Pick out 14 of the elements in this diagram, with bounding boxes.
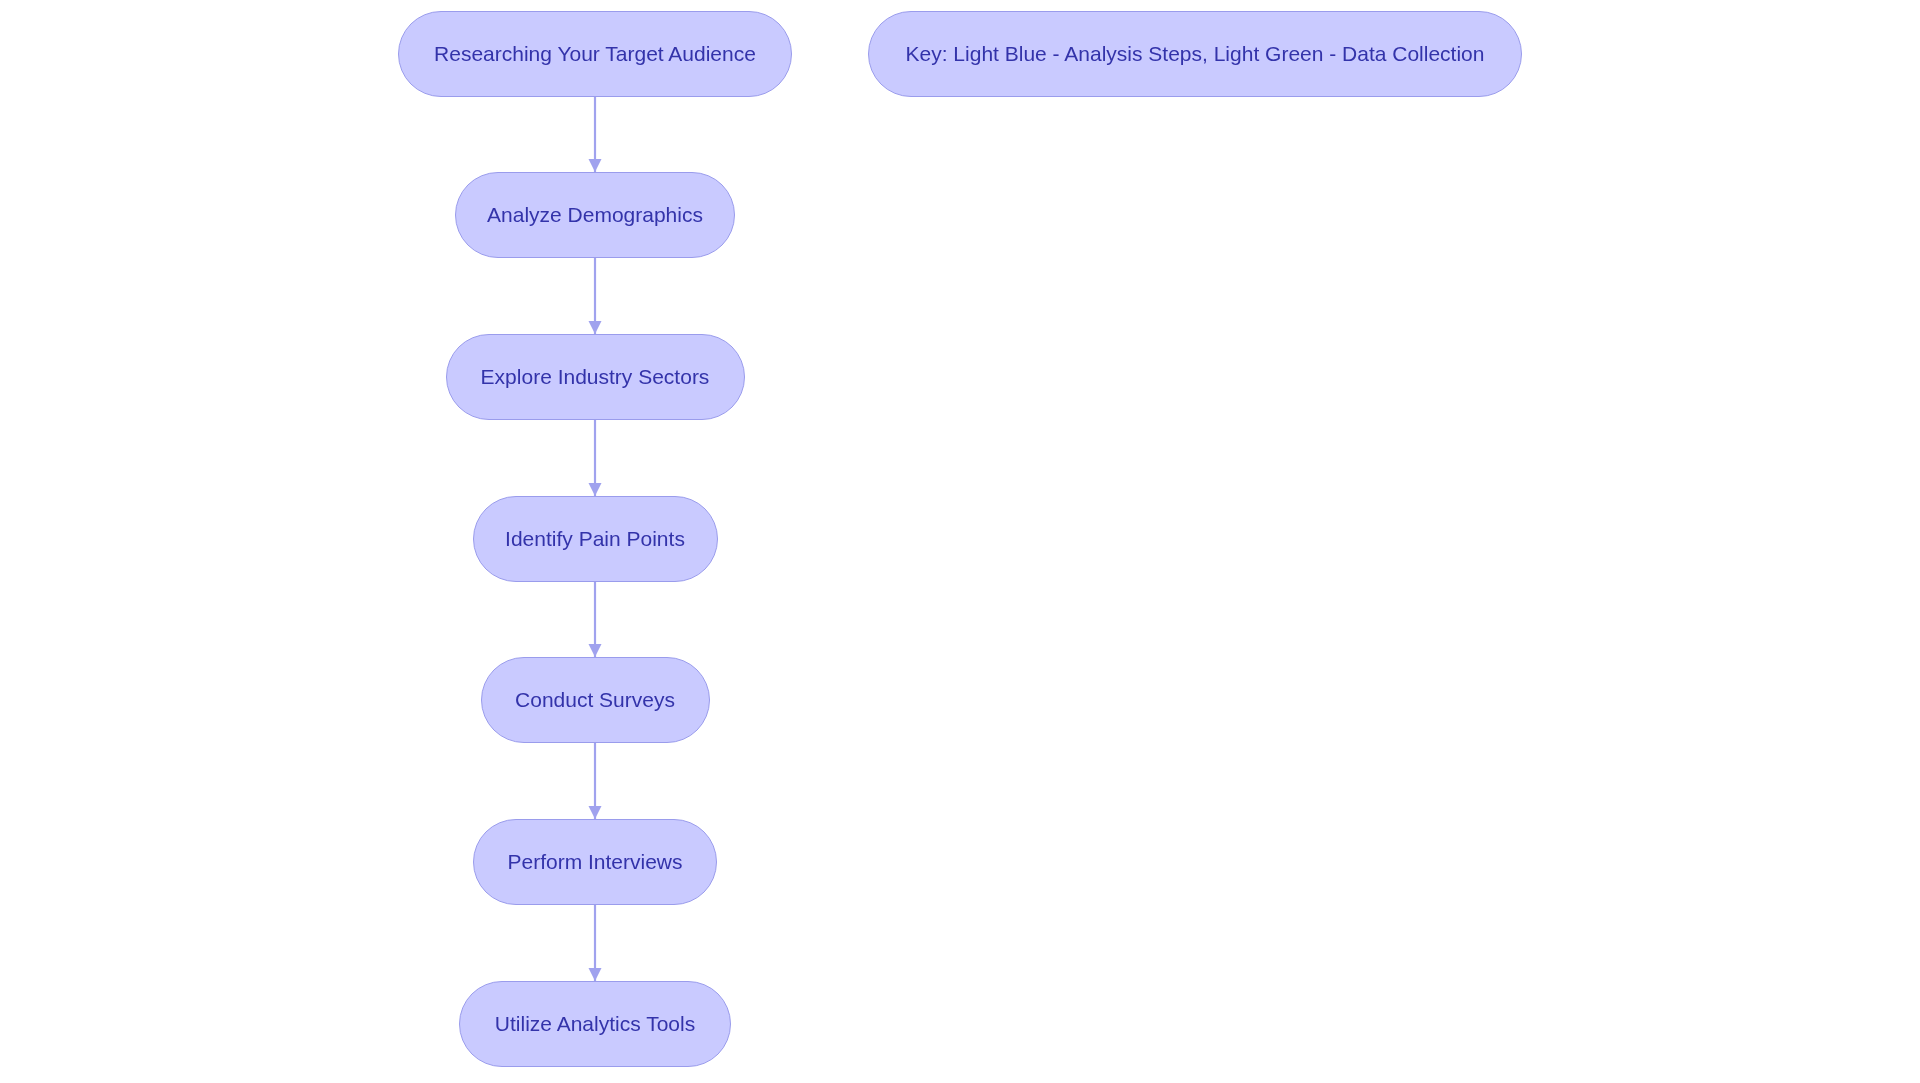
node-label: Conduct Surveys <box>515 688 675 712</box>
node-label: Utilize Analytics Tools <box>494 1012 696 1036</box>
arrow <box>588 258 602 334</box>
node-label: Key: Light Blue - Analysis Steps, Light Green - Data Collection <box>905 42 1485 66</box>
arrow <box>588 97 602 172</box>
node-label: Analyze Demographics <box>487 203 703 227</box>
arrow <box>588 582 602 657</box>
arrow <box>588 420 602 496</box>
arrow <box>588 743 602 819</box>
node-label: Explore Industry Sectors <box>480 365 710 389</box>
arrow <box>588 905 602 981</box>
node-label: Perform Interviews <box>507 850 683 874</box>
node-label: Identify Pain Points <box>505 527 685 551</box>
node-label: Researching Your Target Audience <box>434 42 756 66</box>
